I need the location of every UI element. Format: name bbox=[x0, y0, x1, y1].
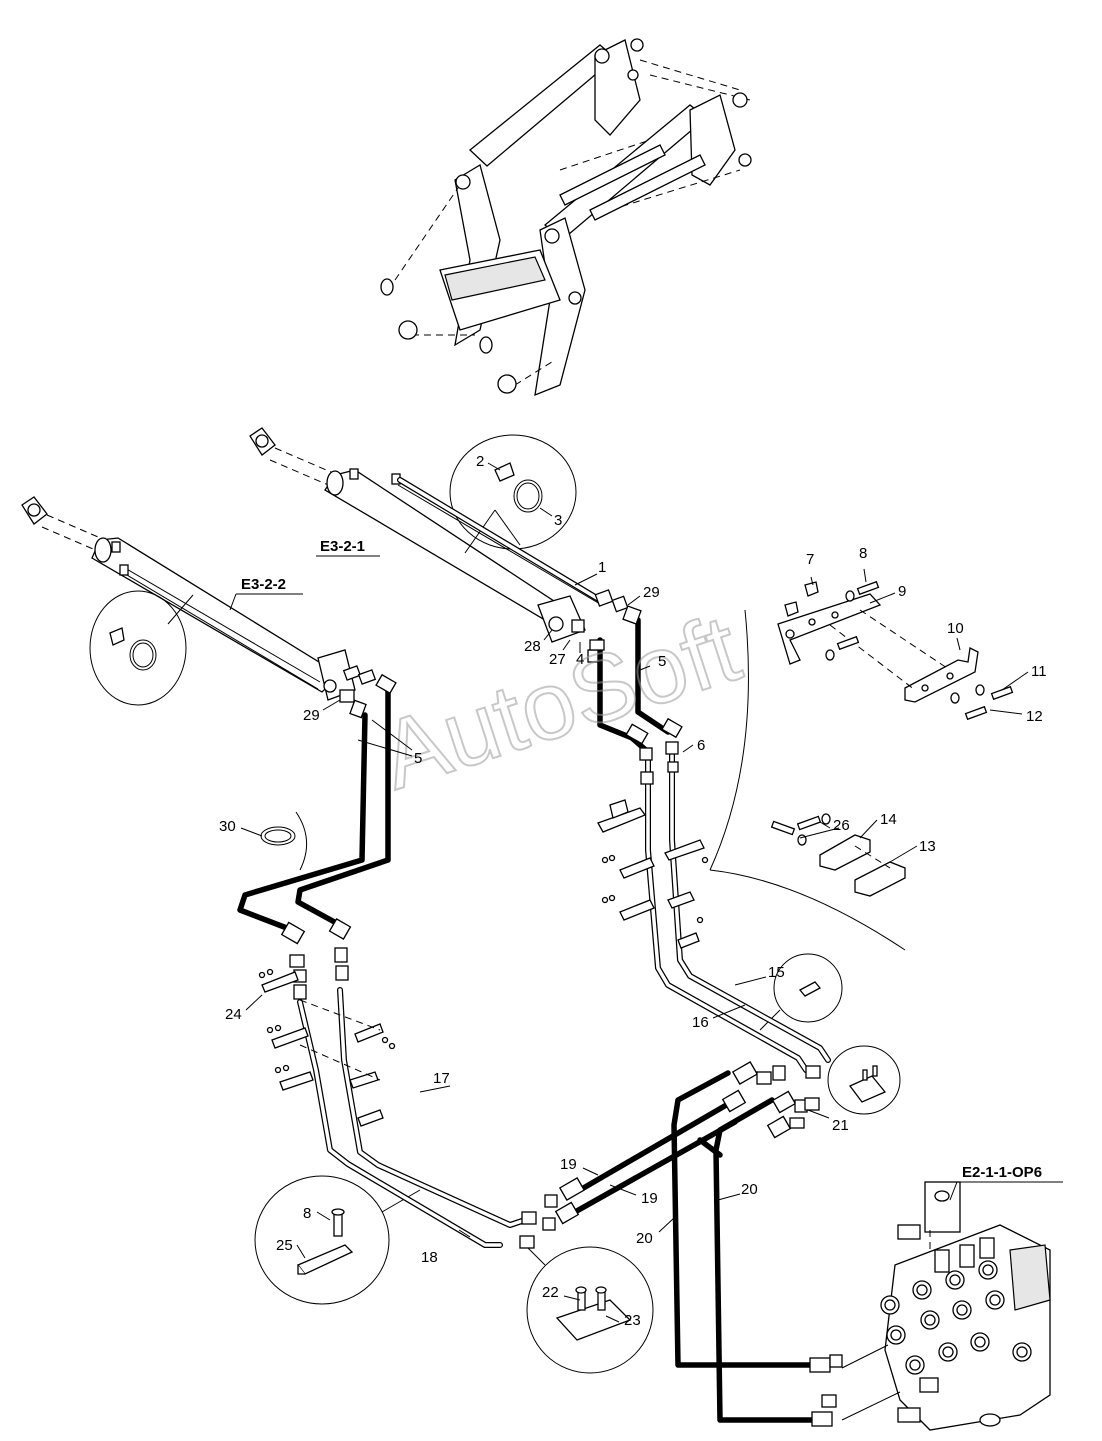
detail-circle-clamp-21 bbox=[827, 1045, 901, 1115]
hose-clamp-30 bbox=[260, 811, 308, 871]
callout-25: 25 bbox=[276, 1237, 293, 1254]
callout-20-right: 20 bbox=[741, 1181, 758, 1198]
hose-5-right bbox=[597, 617, 671, 755]
detail-circle-plate-25 bbox=[254, 1175, 421, 1305]
ref-e3-2-1-text: E3-2-1 bbox=[320, 538, 365, 555]
callout-6: 6 bbox=[697, 737, 705, 754]
callout-7: 7 bbox=[806, 551, 814, 568]
callout-29-left: 29 bbox=[303, 707, 320, 724]
tube-clamp-brackets bbox=[258, 799, 709, 1127]
fittings bbox=[280, 589, 843, 1427]
callout-3: 3 bbox=[554, 512, 562, 529]
callout-22: 22 bbox=[542, 1284, 559, 1301]
mounting-bracket-9-10 bbox=[777, 580, 1014, 721]
leader-lines bbox=[240, 462, 1029, 1323]
detail-circle-clamp-22-23 bbox=[519, 1239, 654, 1374]
callout-15: 15 bbox=[768, 964, 785, 981]
callout-9: 9 bbox=[898, 583, 906, 600]
loader-frame-assembly bbox=[380, 38, 752, 397]
frame-outline-curve bbox=[709, 609, 749, 871]
ref-e3-2-2-text: E3-2-2 bbox=[241, 576, 286, 593]
rigid-tube-16 bbox=[645, 757, 809, 1073]
callout-17: 17 bbox=[433, 1070, 450, 1087]
reference-label-e2-1-1-op6: E2-1-1-OP6 bbox=[949, 1164, 1063, 1201]
rigid-tube-15 bbox=[669, 745, 831, 1063]
callout-19-top: 19 bbox=[560, 1156, 577, 1173]
hose-20 bbox=[671, 1070, 818, 1423]
lift-cylinder-right bbox=[249, 427, 601, 643]
callout-5-right: 5 bbox=[658, 653, 666, 670]
callout-8-top: 8 bbox=[859, 545, 867, 562]
callout-11: 11 bbox=[1031, 663, 1047, 680]
callout-14: 14 bbox=[880, 811, 897, 828]
callout-8-bottom: 8 bbox=[303, 1205, 311, 1222]
detail-circle-clamp-right-top bbox=[759, 953, 843, 1031]
callout-16: 16 bbox=[692, 1014, 709, 1031]
lift-cylinder-left bbox=[21, 496, 356, 701]
hose-19 bbox=[572, 1097, 738, 1215]
callout-26: 26 bbox=[833, 817, 850, 834]
callout-21: 21 bbox=[832, 1117, 849, 1134]
reference-label-e3-2-2: E3-2-2 bbox=[229, 576, 303, 611]
frame-outline-curve-lower bbox=[709, 869, 906, 951]
control-valve-block bbox=[841, 1181, 1051, 1431]
callout-2: 2 bbox=[476, 453, 484, 470]
hose-5-left bbox=[237, 685, 391, 933]
rigid-tube-17 bbox=[337, 987, 528, 1228]
rigid-tube-1 bbox=[397, 477, 603, 603]
reference-label-e3-2-1: E3-2-1 bbox=[316, 538, 380, 557]
ref-e2-1-1-op6-text: E2-1-1-OP6 bbox=[962, 1164, 1042, 1181]
callout-13: 13 bbox=[919, 838, 936, 855]
callout-24: 24 bbox=[225, 1006, 242, 1023]
callout-20-left: 20 bbox=[636, 1230, 653, 1247]
callout-10: 10 bbox=[947, 620, 964, 637]
callout-12: 12 bbox=[1026, 708, 1043, 725]
detail-circle-clamp-top bbox=[449, 434, 577, 554]
callout-27: 27 bbox=[549, 651, 566, 668]
callout-23: 23 bbox=[624, 1312, 641, 1329]
callout-18: 18 bbox=[421, 1249, 438, 1266]
callout-19-bottom: 19 bbox=[641, 1190, 658, 1207]
callout-30: 30 bbox=[219, 818, 236, 835]
rigid-tube-18 bbox=[297, 999, 503, 1248]
callout-5-left: 5 bbox=[414, 750, 422, 767]
callout-4: 4 bbox=[576, 651, 584, 668]
callout-29-top: 29 bbox=[643, 584, 660, 601]
callout-28: 28 bbox=[524, 638, 541, 655]
callout-1: 1 bbox=[598, 559, 606, 576]
detail-circle-clamp-left bbox=[89, 590, 194, 706]
